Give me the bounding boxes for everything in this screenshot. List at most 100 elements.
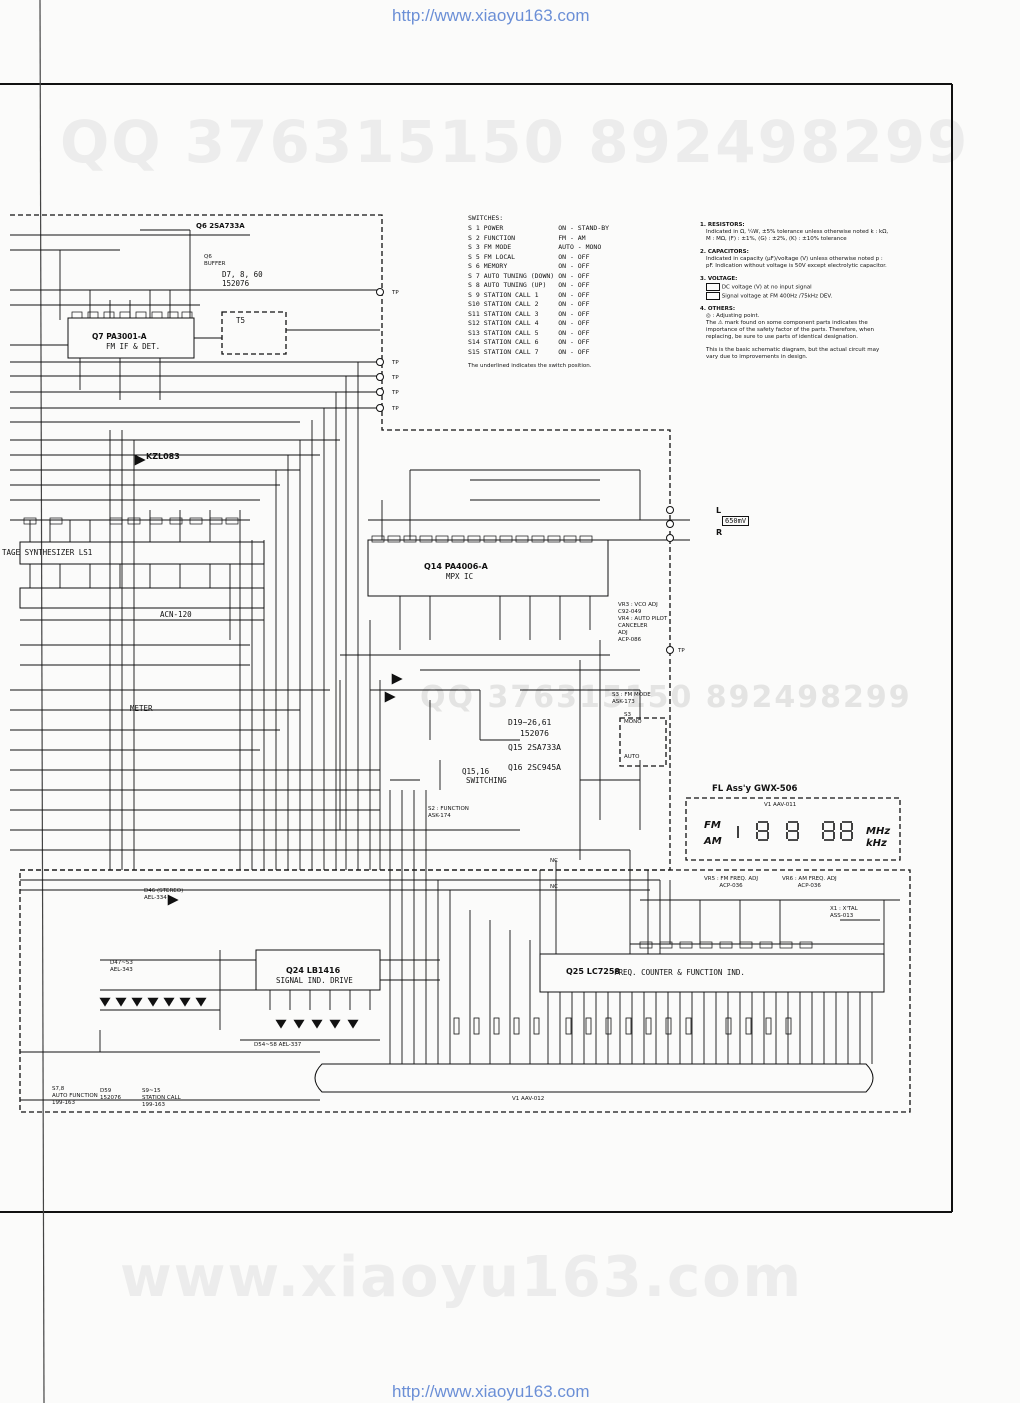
watermark-top: QQ 376315150 892498299	[60, 108, 970, 176]
note-others-mark: The ⚠ mark found on some component parts…	[706, 320, 874, 340]
note-voltage-dc: DC voltage (V) at no input signal	[721, 284, 812, 291]
switch-name: STATION CALL 1	[483, 290, 539, 299]
d59-label: D59 152076	[100, 1088, 121, 1101]
tp-label-1: TP	[392, 290, 399, 296]
s3-label: S3 : FM MODE ASK-173	[612, 692, 651, 705]
switch-name: FUNCTION	[483, 233, 516, 242]
display-am: AM	[704, 836, 722, 847]
note-capacitors-title: 2. CAPACITORS:	[700, 249, 749, 255]
tp-label-4: TP	[392, 390, 399, 396]
switch-state: ON - OFF	[558, 328, 590, 337]
meter-label: METER	[130, 704, 153, 713]
note-others-title: 4. OTHERS:	[700, 306, 736, 312]
s2-label: S2 : FUNCTION ASK-174	[428, 806, 469, 819]
q24-sub-label: SIGNAL IND. DRIVE	[276, 976, 353, 985]
vr6-label: VR6 : AM FREQ. ADJ ACP-036	[782, 876, 837, 889]
d7-label: D7, 8, 60 152076	[222, 270, 263, 288]
switch-id: S 3	[468, 243, 480, 251]
vr3-label: VR3 : VCO ADJ C92-049	[618, 602, 658, 615]
v1-bottom-label: V1 AAV-012	[512, 1096, 545, 1102]
notes-block: 1. RESISTORS: Indicated in Ω, ¼W, ±5% to…	[700, 222, 890, 361]
watermark-bottom: www.xiaoyu163.com	[120, 1245, 804, 1310]
switch-state: ON - OFF	[558, 281, 590, 289]
fl-assy-label: FL Ass'y GWX-506	[712, 784, 798, 794]
vr4-label: VR4 : AUTO PILOT CANCELER ADJ ACP-086	[618, 616, 668, 643]
footer-url[interactable]: http://www.xiaoyu163.com	[392, 1382, 590, 1401]
ls1-label: TAGE SYNTHESIZER LS1	[2, 548, 93, 557]
switch-id: S12	[468, 319, 480, 327]
watermark-mid: QQ 376315150 892498299	[420, 680, 912, 715]
switch-name: STATION CALL 3	[483, 309, 539, 318]
q15-label: Q15 2SA733A	[508, 743, 561, 752]
switch-state: ON - OFF	[558, 347, 590, 356]
switch-footnote: The underlined indicates the switch posi…	[468, 363, 592, 369]
dc-voltage-symbol	[706, 283, 720, 291]
switch-name: FM LOCAL	[483, 252, 516, 261]
header-url[interactable]: http://www.xiaoyu163.com	[392, 6, 590, 25]
q7-label: Q7 PA3001-A	[92, 332, 147, 341]
display-mhz: MHz	[866, 826, 891, 837]
switch-name: STATION CALL 7	[483, 347, 539, 356]
note-capacitors-text: Indicated in capacity (μF)/voltage (V) u…	[706, 256, 887, 269]
kzl-label: KZL083	[146, 452, 180, 461]
d47-label: D47~53 AEL-343	[110, 960, 133, 973]
q1516-label: Q15,16	[462, 767, 490, 776]
acn-label: ACN-120	[160, 610, 192, 619]
note-voltage-dc-row: DC voltage (V) at no input signal	[700, 283, 890, 292]
switch-name: AUTO TUNING (DOWN)	[483, 271, 555, 280]
tp-label-6: TP	[678, 648, 685, 654]
switch-id: S13	[468, 328, 480, 337]
switch-name: FM MODE	[483, 243, 512, 251]
switch-id: S11	[468, 309, 480, 318]
note-resistors-text: Indicated in Ω, ¼W, ±5% tolerance unless…	[706, 229, 889, 242]
output-r-label: R	[716, 528, 723, 537]
note-voltage-mv-row: Signal voltage at FM 400Hz /75kHz DEV.	[700, 291, 890, 301]
note-voltage-mv: Signal voltage at FM 400Hz /75kHz DEV.	[721, 293, 833, 299]
switch-name: STATION CALL 6	[483, 338, 539, 346]
display-fm: FM	[704, 820, 721, 831]
switch-name: AUTO TUNING (UP)	[483, 281, 547, 289]
q25-sub-label: FREQ. COUNTER & FUNCTION IND.	[614, 968, 745, 977]
s3-mono-label: S3 MONO	[624, 712, 642, 725]
note-voltage-title: 3. VOLTAGE:	[700, 276, 738, 282]
q25-label: Q25 LC7258	[566, 967, 620, 976]
switch-state: ON - OFF	[558, 290, 590, 299]
q14-label: Q14 PA4006-A	[424, 562, 488, 571]
q24-label: Q24 LB1416	[286, 966, 341, 975]
switch-state: ON - OFF	[558, 309, 590, 318]
display-khz: kHz	[866, 838, 887, 849]
switch-id: S15	[468, 347, 480, 356]
switch-id: S 2	[468, 233, 480, 242]
switch-id: S 5	[468, 252, 480, 261]
nc-label-2: NC	[550, 884, 558, 890]
switch-state: FM - AM	[558, 233, 586, 242]
tp-label-5: TP	[392, 406, 399, 412]
q6-label: Q6 2SA733A	[196, 222, 245, 230]
d19-sub-label: 152076	[520, 729, 549, 738]
mv-voltage-symbol	[706, 291, 720, 300]
output-level-label: 650mV	[722, 516, 750, 526]
note-resistors-title: 1. RESISTORS:	[700, 222, 745, 228]
q14-sub-label: MPX IC	[446, 572, 474, 581]
note-others-adj: ◎ : Adjusting point.	[706, 313, 760, 319]
switch-name: STATION CALL 5	[483, 328, 539, 337]
vr5-label: VR5 : FM FREQ. ADJ ACP-036	[704, 876, 758, 889]
switch-state: ON - OFF	[558, 262, 590, 270]
tp-label-3: TP	[392, 375, 399, 381]
switch-name: MEMORY	[483, 262, 508, 270]
switch-state: ON - OFF	[558, 271, 590, 280]
t5-label: T5	[236, 316, 246, 325]
